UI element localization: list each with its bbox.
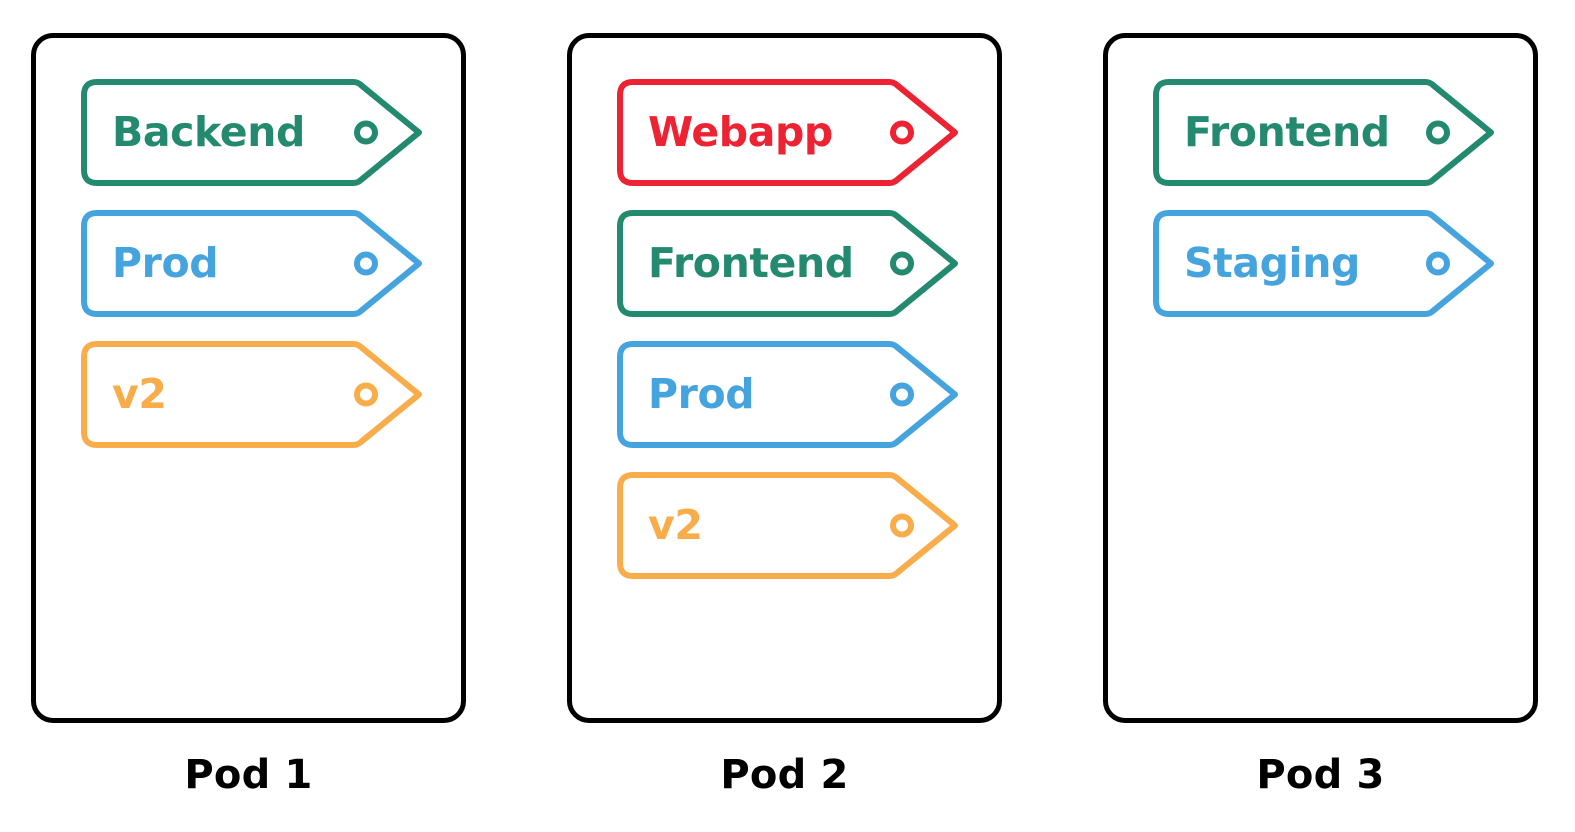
tag-hole-icon [890, 513, 914, 538]
tag-outline-icon [617, 79, 958, 186]
tag-label: v2 [112, 370, 167, 418]
tag[interactable]: Prod [617, 341, 962, 448]
tag[interactable]: Frontend [617, 210, 962, 317]
tag-label: Webapp [648, 108, 833, 156]
tag-hole-icon [890, 382, 914, 407]
tag-label: Prod [112, 239, 219, 287]
tag-label: Prod [648, 370, 755, 418]
tag-label: Frontend [648, 239, 854, 287]
tag[interactable]: Staging [1153, 210, 1498, 317]
tag-hole-icon [354, 251, 378, 276]
tag-outline-icon [617, 472, 958, 579]
tag-hole-icon [890, 251, 914, 276]
tag[interactable]: Prod [81, 210, 426, 317]
tag-outline-icon [81, 79, 422, 186]
tag-hole-icon [890, 120, 914, 145]
tag-outline-icon [617, 210, 958, 317]
tag-hole-icon [1426, 251, 1450, 276]
tag-hole-icon [354, 382, 378, 407]
pod-caption: Pod 1 [184, 752, 313, 798]
tag[interactable]: Frontend [1153, 79, 1498, 186]
pod-caption: Pod 3 [1256, 752, 1385, 798]
tag[interactable]: Webapp [617, 79, 962, 186]
tag-outline-icon [1153, 210, 1494, 317]
tag[interactable]: v2 [617, 472, 962, 579]
tag-outline-icon [1153, 79, 1494, 186]
tag-hole-icon [1426, 120, 1450, 145]
tag[interactable]: Backend [81, 79, 426, 186]
pod-caption: Pod 2 [720, 752, 849, 798]
tag-outline-icon [81, 210, 422, 317]
tag-outline-icon [617, 341, 958, 448]
tag-outline-icon [81, 341, 422, 448]
tag[interactable]: v2 [81, 341, 426, 448]
tag-label: Backend [112, 108, 305, 156]
tag-label: Frontend [1184, 108, 1390, 156]
tag-label: v2 [648, 501, 703, 549]
tag-hole-icon [354, 120, 378, 145]
tag-label: Staging [1184, 239, 1360, 287]
